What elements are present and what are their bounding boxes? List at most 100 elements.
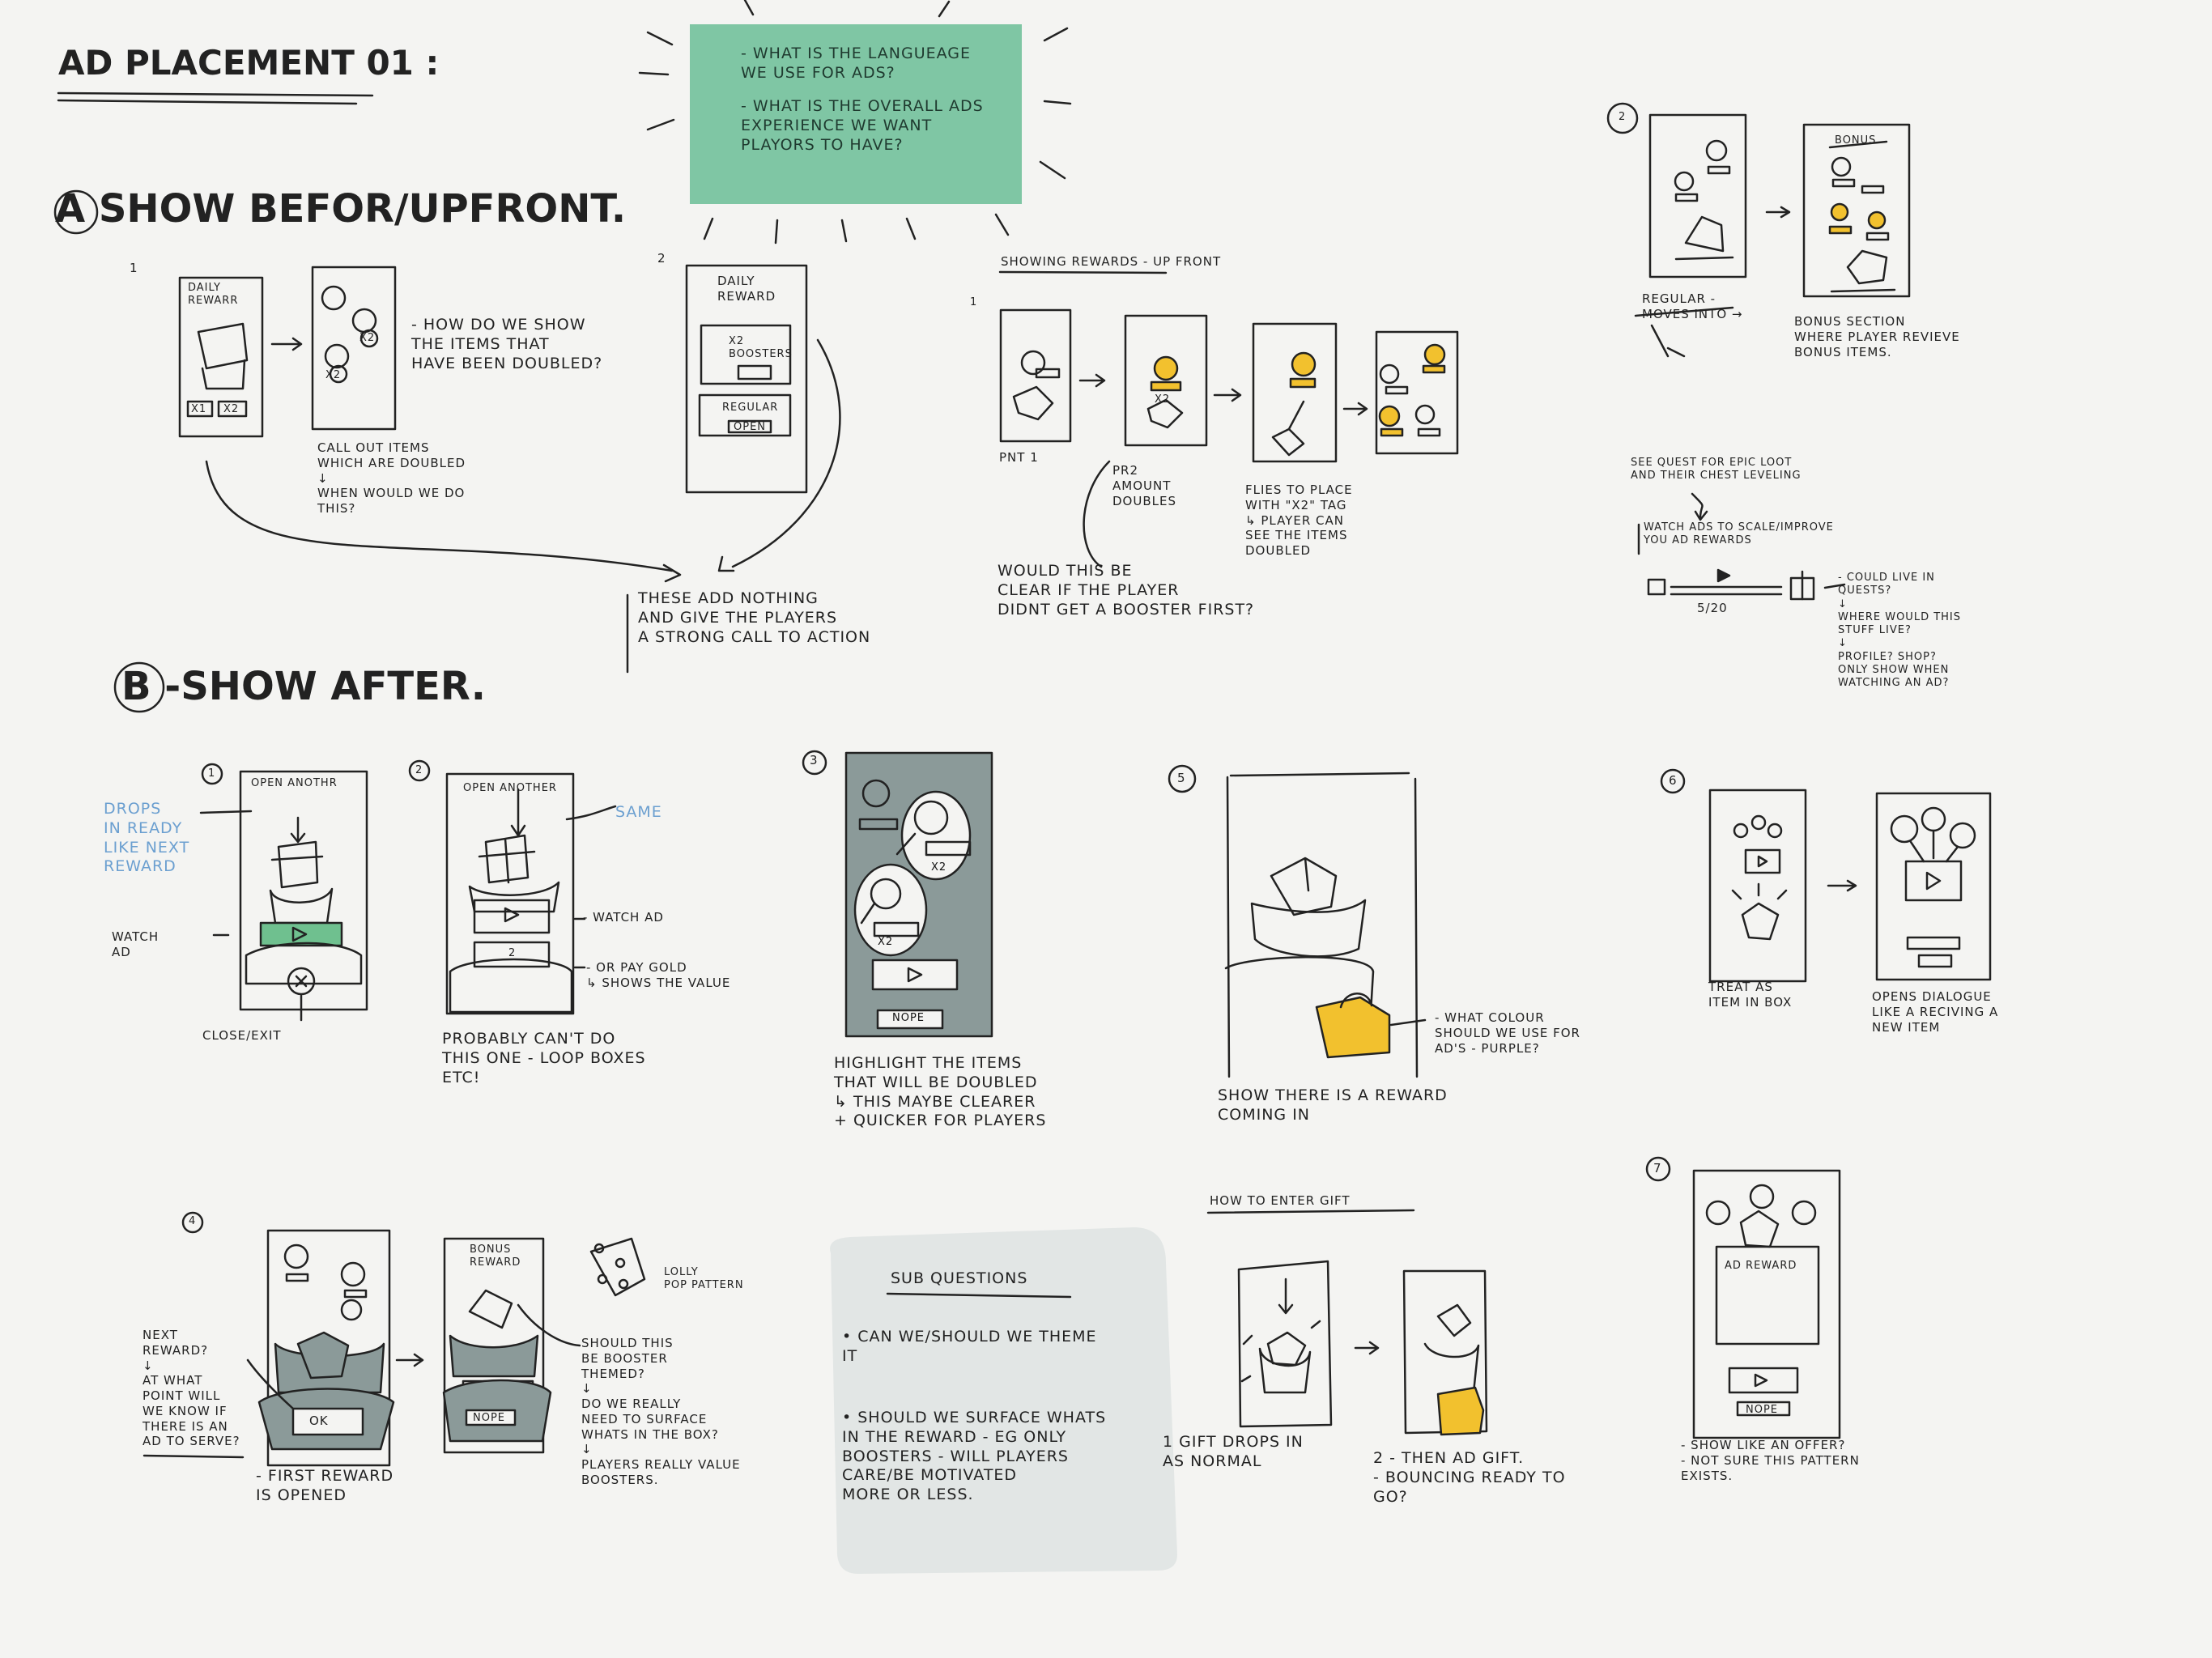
b3-x2-bottom: X2 (878, 936, 894, 948)
title-underline (57, 91, 374, 105)
b4-booster-line (517, 1303, 581, 1347)
b3-highlight-note: HIGHLIGHT THE ITEMS THAT WILL BE DOUBLED… (834, 1054, 1047, 1130)
sticky-question-2: - WHAT IS THE OVERALL ADS EXPERIENCE WE … (741, 97, 984, 154)
b4-lolly-note: LOLLY POP PATTERN (664, 1266, 744, 1292)
sr-arrow-3 (1342, 402, 1368, 416)
a1-x1-label: X1 (191, 403, 207, 415)
sr-flies-label: FLIES TO PLACE WITH "X2" TAG ↳ PLAYER CA… (1245, 483, 1353, 558)
b6-phone-left (1708, 789, 1807, 983)
a2-open-label: OPEN (734, 421, 767, 433)
b7-phone (1692, 1169, 1841, 1439)
b7-num-circle (1645, 1156, 1671, 1182)
b3-nope-button[interactable]: NOPE (892, 1012, 925, 1024)
showing-rewards-heading: SHOWING REWARDS - UP FRONT (1001, 254, 1222, 269)
b4-arrow (395, 1353, 424, 1367)
sr-pr2-label: PR2 AMOUNT DOUBLES (1112, 463, 1176, 508)
b2-pay-gold: - OR PAY GOLD ↳ SHOWS THE VALUE (586, 960, 731, 990)
a2-number: 2 (657, 251, 666, 266)
sub-questions-heading: SUB QUESTIONS (891, 1269, 1028, 1287)
rt-number: 2 (1619, 111, 1627, 123)
questions-sticky-note (638, 0, 1072, 244)
b5-number: 5 (1177, 771, 1186, 785)
b6-arrow (1827, 879, 1857, 892)
section-b-heading: B -SHOW AFTER. (121, 664, 486, 709)
b4-num-circle (181, 1211, 204, 1234)
b2-watch-ad: - WATCH AD (583, 910, 664, 925)
rt-watch-ads: WATCH ADS TO SCALE/IMPROVE YOU AD REWARD… (1644, 521, 1834, 547)
sr-phone-3 (1252, 322, 1338, 463)
b2-cost: 2 (508, 947, 517, 959)
a2-phone (685, 264, 808, 494)
b3-phone (844, 751, 993, 1038)
section-b-circle (113, 661, 165, 713)
b2-num-circle (408, 759, 431, 782)
sticky-question-1: - WHAT IS THE LANGUEAGE WE USE FOR ADS? (741, 45, 972, 82)
a1-number: 1 (130, 261, 138, 275)
b4-lolly-pattern (589, 1237, 646, 1297)
a2-screen-label: DAILY REWARD (717, 274, 776, 304)
sr-pointer-line (1083, 460, 1111, 568)
b6-num-circle (1660, 768, 1686, 794)
a1-phone-left (178, 276, 264, 438)
a1-screen-label: DAILY REWARR (188, 282, 239, 308)
b7-note: - SHOW LIKE AN OFFER? - NOT SURE THIS PA… (1681, 1438, 1860, 1483)
rt-quest-arrow (1691, 492, 1708, 521)
a1-x2-label: X2 (223, 403, 240, 415)
enter-gift-underline (1206, 1209, 1415, 1214)
b3-x2-top: X2 (931, 861, 947, 874)
gift-phone-2 (1402, 1269, 1488, 1436)
b4-bonus-reward: BONUS REWARD (470, 1244, 521, 1269)
b1-drops-note: DROPS IN READY LIKE NEXT REWARD (104, 800, 190, 876)
sr-arrow-2 (1213, 388, 1242, 402)
sr-pnt1-label: PNT 1 (999, 450, 1039, 465)
enter-gift-step1: 1 GIFT DROPS IN AS NORMAL (1163, 1433, 1304, 1470)
b2-same-line (565, 805, 617, 821)
a1-bubble-x2b: X2 (325, 369, 342, 381)
a1-bubble-x2a: X2 (359, 332, 376, 344)
b4-first-reward: - FIRST REWARD IS OPENED (256, 1467, 394, 1504)
b1-close-exit: CLOSE/EXIT (202, 1028, 282, 1043)
b4-booster-note: SHOULD THIS BE BOOSTER THEMED? ↓ DO WE R… (581, 1336, 741, 1487)
a-arrow-note: THESE ADD NOTHING AND GIVE THE PLAYERS A… (638, 589, 871, 646)
rt-num-circle (1606, 102, 1639, 134)
rt-could-live: - COULD LIVE IN QUESTS? ↓ WHERE WOULD TH… (1838, 572, 1962, 689)
rt-phone-bonus (1802, 123, 1911, 298)
gift-phone-1 (1237, 1260, 1333, 1428)
b6-treat-note: TREAT AS ITEM IN BOX (1708, 980, 1793, 1010)
b2-open-another: OPEN ANOTHER (463, 782, 557, 794)
b5-pointer-line (1389, 1018, 1427, 1027)
b4-nope-button[interactable]: NOPE (473, 1412, 506, 1424)
a1-arrow (270, 337, 303, 351)
b4-ok-button[interactable]: OK (309, 1414, 329, 1428)
rt-regular-moves: REGULAR - MOVES INTO → (1642, 291, 1743, 321)
rt-labels-ink (1634, 306, 1734, 358)
b7-ad-reward-label: AD REWARD (1725, 1260, 1797, 1272)
sr-phone-1 (999, 308, 1072, 443)
b4-phone-left (257, 1229, 395, 1467)
a1-long-arrow (205, 460, 674, 572)
section-a-heading: A SHOW BEFOR/UPFRONT. (55, 186, 627, 232)
section-a-circle (53, 189, 99, 235)
b6-number: 6 (1669, 773, 1678, 788)
sub-question-1: • CAN WE/SHOULD WE THEME IT (842, 1328, 1097, 1365)
b7-nope-button[interactable]: NOPE (1746, 1404, 1779, 1416)
sub-question-2: • SHOULD WE SURFACE WHATS IN THE REWARD … (842, 1409, 1107, 1503)
b2-same-note: SAME (615, 803, 662, 821)
a2-curve-arrow (731, 338, 841, 568)
b5-num-circle (1168, 764, 1197, 793)
b1-watch-ad: WATCH AD (112, 929, 160, 959)
a1-phone-right (311, 266, 397, 431)
b3-num-circle (802, 750, 827, 776)
b2-pointer-lines (573, 917, 586, 969)
b3-number: 3 (810, 753, 819, 767)
rt-bonus-label: BONUS (1835, 134, 1877, 147)
b1-number: 1 (208, 767, 216, 780)
b4-next-reward-line (246, 1358, 295, 1410)
rt-arrow (1765, 206, 1791, 219)
a1-note-callout: CALL OUT ITEMS WHICH ARE DOUBLED ↓ WHEN … (317, 440, 466, 516)
sr-x2-label: X2 (1155, 393, 1171, 406)
b1-num-circle (201, 763, 223, 785)
sr-arrow-1 (1078, 373, 1106, 388)
b4-number: 4 (189, 1215, 197, 1227)
